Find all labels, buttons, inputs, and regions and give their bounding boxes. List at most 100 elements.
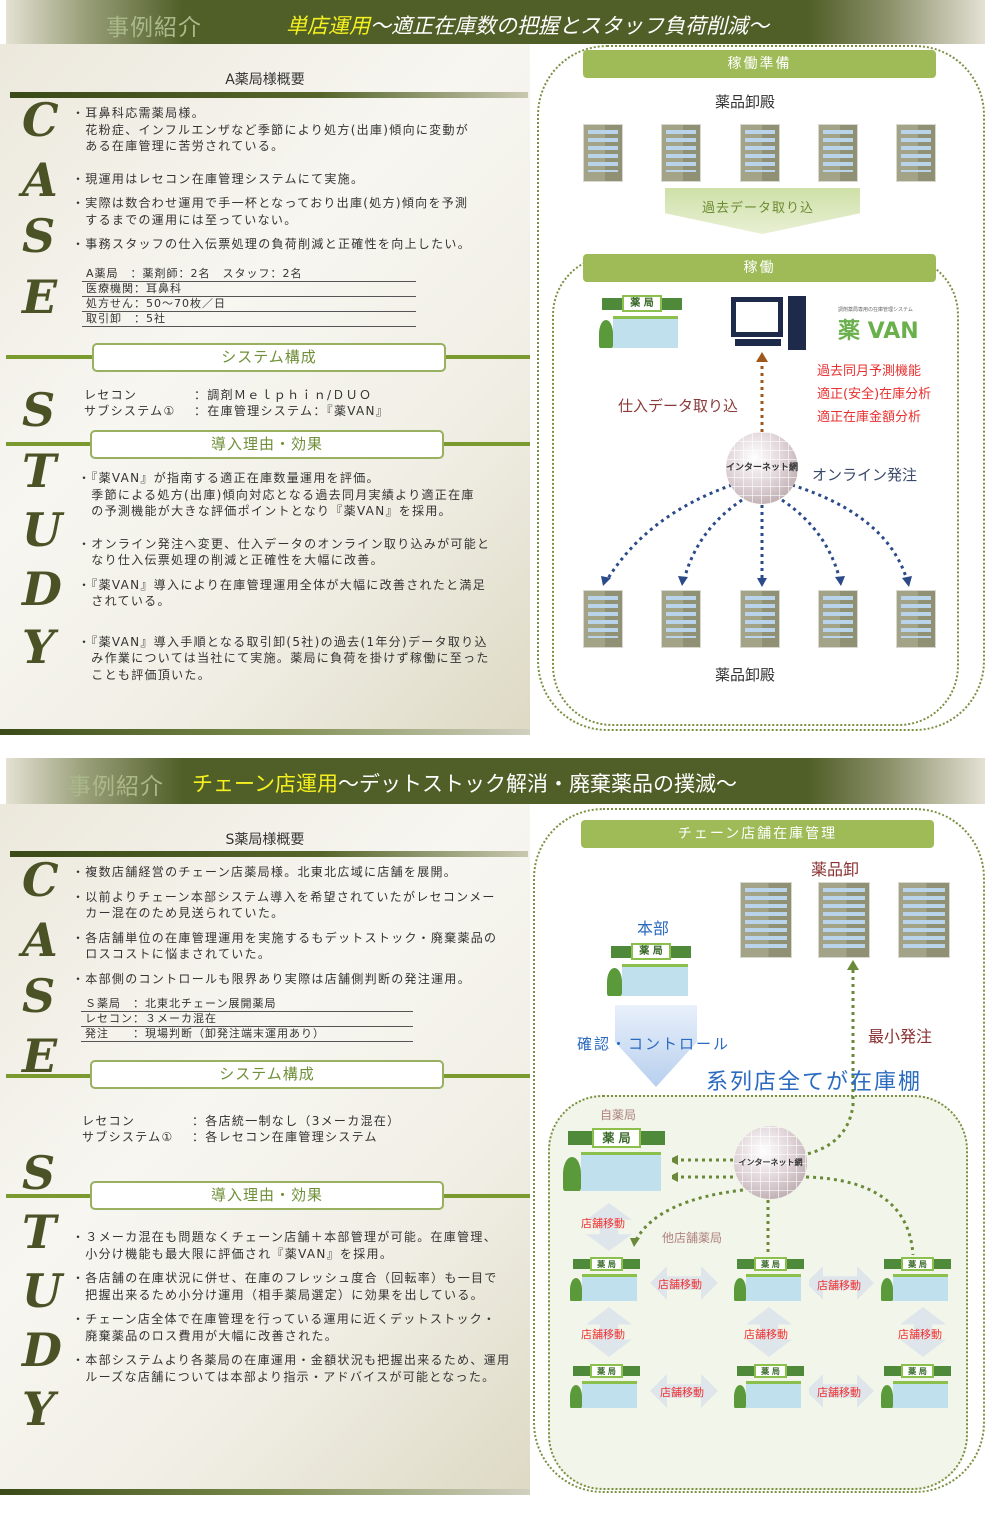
overview-line: ・事務スタッフの仕入伝票処理の負荷削減と正確性を向上したい。 — [72, 237, 472, 251]
pharmacy-sign: 薬 局 — [753, 1364, 788, 1378]
logo-caption: 調剤薬局専用の在庫管理システム — [838, 307, 913, 313]
case2-system-heading: システム構成 — [90, 1060, 444, 1089]
case2-left-panel — [0, 804, 530, 1495]
store-transfer-label: 店舗移動 — [898, 1328, 942, 1341]
case1-title-rest: ～適正在庫数の把握とスタッフ負荷削減～ — [370, 14, 769, 38]
store-pharmacy-icon: 薬 局 — [732, 1362, 809, 1412]
building-icon — [896, 124, 936, 182]
store-transfer-label: 店舗移動 — [660, 1386, 704, 1399]
info-row: 処方せん：50～70枚／日 — [82, 297, 416, 312]
reason-line: ・本部システムより各薬局の在庫運用・金額状況も把握出来るため、運用 — [72, 1353, 511, 1367]
wholesaler-label: 薬品卸殿 — [715, 666, 776, 684]
pharmacy-sign: 薬 局 — [589, 1257, 624, 1271]
info-row: A薬局 ：薬剤師：2名 スタッフ：2名 — [82, 267, 416, 282]
case1-title-highlight: 単店運用 — [286, 14, 370, 38]
wholesaler-label: 薬品卸殿 — [715, 93, 776, 111]
building-icon — [818, 590, 858, 648]
case-letter: U — [22, 503, 63, 557]
case-letter: S — [22, 383, 56, 437]
online-order-label: オンライン発注 — [812, 466, 918, 484]
control-label: 確認・コントロール — [577, 1035, 731, 1053]
pharmacy-sign: 薬 局 — [900, 1364, 935, 1378]
building-icon — [740, 590, 780, 648]
case-letter: S — [22, 969, 56, 1023]
reason-line: ・『薬VAN』導入手順となる取引卸(5社)の過去(1年分)データ取り込 — [78, 634, 488, 649]
case2-diagram-frame — [533, 808, 985, 1493]
prep-bar: 稼働準備 — [583, 50, 936, 78]
reason-line: ・オンライン発注へ変更、仕入データのオンライン取り込みが可能と — [78, 536, 491, 551]
case-letter: D — [22, 1323, 62, 1377]
case-letter: E — [22, 1029, 58, 1083]
info-row: 発注 ：現場判断（卸発注端末運用あり） — [81, 1027, 413, 1042]
store-pharmacy-icon: 薬 局 — [879, 1255, 956, 1305]
overview-line: ・本部側のコントロールも限界あり実際は店舗側判断の発注運用。 — [72, 971, 472, 986]
case2-title-rest: ～デットストック解消・廃棄薬品の撲滅～ — [337, 772, 737, 796]
feature-list: 過去同月予測機能 適正(安全)在庫分析 適正在庫金額分析 — [817, 360, 931, 429]
internet-globe-icon: インターネット網 — [726, 432, 798, 504]
pharmacy-sign: 薬 局 — [630, 943, 672, 961]
purchase-import-label: 仕入データ取り込 — [618, 397, 739, 415]
case1-left-panel — [0, 44, 530, 735]
chain-bar: チェーン店舗在庫管理 — [581, 820, 934, 848]
run-bar: 稼働 — [583, 254, 936, 282]
info-row: レセコン：３メーカ混在 — [81, 1012, 413, 1027]
building-icon — [896, 590, 936, 648]
other-stores-label: 他店舗薬局 — [662, 1231, 723, 1245]
store-pharmacy-icon: 薬 局 — [732, 1255, 809, 1305]
reason-line: ・３メーカ混在も問題なくチェーン店舗＋本部管理が可能。在庫管理、 — [72, 1230, 498, 1244]
own-pharmacy-icon: 薬 局 — [561, 1125, 672, 1197]
store-pharmacy-icon: 薬 局 — [568, 1362, 645, 1412]
building-icon — [583, 124, 623, 182]
case1-overview-points: ・耳鼻科応需薬局様。 花粉症、インフルエンザなど季節により処方(出庫)傾向に変動… — [72, 105, 471, 253]
system-value: ：各レセコン在庫管理システム — [192, 1130, 378, 1144]
overview-line: ・以前よりチェーン本部システム導入を希望されていたがレセコンメー — [72, 889, 496, 904]
case-letter: D — [22, 562, 62, 616]
hq-label: 本部 — [637, 919, 670, 938]
system-label: サブシステム① — [82, 1130, 174, 1144]
reason-line: ・『薬VAN』導入により在庫管理運用全体が大幅に改善されたと満足 — [78, 577, 486, 592]
case1-diagram-frame — [537, 45, 985, 731]
reason-line: されている。 — [78, 594, 171, 608]
pharmacy-sign: 薬 局 — [589, 1364, 624, 1378]
computer-icon — [725, 293, 811, 353]
case1-reasons: ・『薬VAN』が指南する適正在庫数量運用を評価。 季節による処方(出庫)傾向対応… — [78, 470, 490, 691]
store-transfer-label: 店舗移動 — [581, 1328, 625, 1341]
case-letter: A — [22, 913, 58, 967]
reason-line: み作業については当社にて実施。薬局に負荷を掛けず稼働に至った — [78, 651, 490, 665]
info-row: Ｓ薬局 ：北東北チェーン展開薬局 — [81, 997, 413, 1012]
divider — [0, 729, 530, 735]
case1-title: 単店運用～適正在庫数の把握とスタッフ負荷削減～ — [286, 10, 769, 40]
hq-pharmacy-icon: 薬 局 — [605, 941, 697, 1001]
system-label: レセコン — [82, 1114, 136, 1128]
case-letter: Y — [22, 620, 55, 674]
case-letter: S — [22, 209, 56, 263]
case-letter: E — [22, 270, 58, 324]
case1-overview-title: A薬局様概要 — [225, 72, 305, 88]
case2-reason-heading: 導入理由・効果 — [90, 1181, 444, 1210]
system-label: レセコン — [84, 388, 138, 402]
case1-header: 事例紹介 単店運用～適正在庫数の把握とスタッフ負荷削減～ — [6, 0, 985, 44]
case2-title-highlight: チェーン店運用 — [192, 772, 338, 796]
info-row: 医療機関：耳鼻科 — [82, 282, 416, 297]
case-letter: S — [22, 1146, 56, 1200]
overview-line: ・実際は数合わせ運用で手一杯となっており出庫(処方)傾向を予測 — [72, 196, 469, 210]
pharmacy-sign: 薬 局 — [592, 1127, 641, 1149]
all-stores-label: 系列店全てが在庫棚 — [706, 1070, 923, 1095]
overview-line: カー混在のため見送られていた。 — [72, 906, 285, 920]
store-transfer-label: 店舗移動 — [581, 1217, 625, 1230]
min-order-label: 最小発注 — [868, 1027, 933, 1046]
case-letter: C — [22, 853, 59, 907]
info-row: 取引卸 ：5社 — [82, 312, 416, 327]
case-letter: T — [22, 1205, 57, 1259]
overview-line: ・複数店舗経営のチェーン店薬局様。北東北広域に店舗を展開。 — [72, 865, 458, 879]
feature-item: 適正(安全)在庫分析 — [817, 387, 932, 402]
building-icon — [583, 590, 623, 648]
overview-line: ある在庫管理に苦労されている。 — [72, 139, 285, 153]
wholesaler-label: 薬品卸 — [811, 860, 860, 879]
case1-system-heading: システム構成 — [92, 343, 446, 372]
case-letter: U — [22, 1264, 63, 1318]
building-icon — [740, 124, 780, 182]
pharmacy-sign: 薬 局 — [622, 295, 662, 313]
overview-line: ・現運用はレセコン在庫管理システムにて実施。 — [72, 171, 365, 186]
internet-globe-icon: インターネット網 — [734, 1126, 807, 1199]
